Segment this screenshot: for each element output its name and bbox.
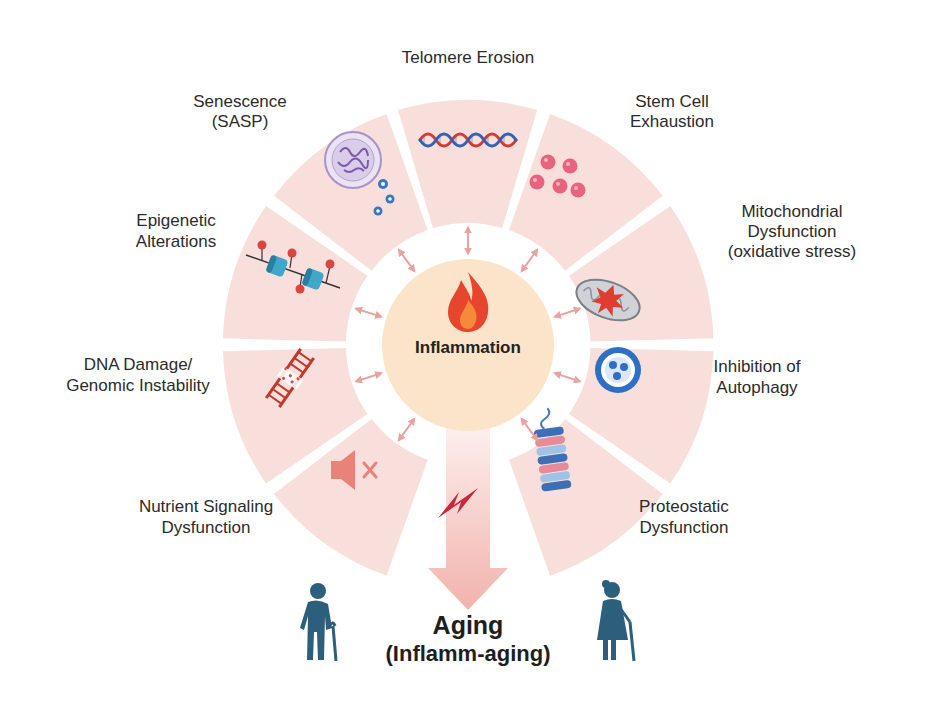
hallmark-segment: Senescence (SASP) <box>274 114 428 271</box>
double-arrow <box>555 309 581 317</box>
double-arrow <box>467 227 469 254</box>
double-arrow <box>521 250 537 272</box>
outcome-title: Aging <box>308 611 628 640</box>
elderly-man-figure <box>300 583 336 661</box>
outcome-subtitle: (Inflamm-aging) <box>308 641 628 667</box>
hallmark-label: Senescence (SASP) <box>183 92 298 133</box>
segment-fill <box>569 206 713 342</box>
hallmark-label: Telomere Erosion <box>358 48 578 68</box>
segment-fill <box>274 114 428 271</box>
hallmark-label: Stem Cell Exhaustion <box>617 92 727 133</box>
protein-icon <box>531 406 572 491</box>
mitochondrion-icon <box>571 272 645 328</box>
damaged-dna-icon <box>263 347 317 410</box>
double-arrow <box>399 419 415 441</box>
double-arrow <box>521 419 537 441</box>
text-stack: Inflammation <box>415 332 521 358</box>
hallmark-label: Proteostatic Dysfunction <box>621 497 746 538</box>
hallmark-segment: DNA Damage/ Genomic Instability <box>223 348 367 484</box>
double-arrow <box>356 373 382 381</box>
segment-fill <box>223 348 367 484</box>
inflammation-circle: Inflammation <box>382 259 554 431</box>
stem-cells-icon <box>530 155 586 198</box>
dna-helix-icon <box>420 134 516 146</box>
elderly-woman-figure <box>597 580 634 661</box>
double-arrow <box>356 309 382 317</box>
hallmark-label: Epigenetic Alterations <box>119 211 234 252</box>
hallmark-segment: Mitochondrial Dysfunction (oxidative str… <box>569 206 713 342</box>
flame-icon <box>448 272 488 332</box>
segment-shape <box>274 114 428 271</box>
segment-shape <box>569 206 713 342</box>
senescent-cell-icon <box>325 132 395 216</box>
hallmark-label: Nutrient Signaling Dysfunction <box>126 497 286 538</box>
double-arrow <box>555 373 581 381</box>
aging-arrow <box>428 420 508 610</box>
double-arrow <box>399 250 415 272</box>
autophagy-icon <box>595 347 641 393</box>
hallmark-label: Mitochondrial Dysfunction (oxidative str… <box>717 202 867 263</box>
epigenetic-icon <box>246 241 340 294</box>
hallmark-label: Inhibition of Autophagy <box>697 357 817 398</box>
lightning-icon <box>438 488 478 518</box>
hallmark-segment: Proteostatic Dysfunction <box>509 419 663 576</box>
center-label: Inflammation <box>415 338 521 358</box>
muted-signal-icon <box>331 450 376 490</box>
segment-shape <box>223 348 367 484</box>
hallmark-label: DNA Damage/ Genomic Instability <box>56 355 221 396</box>
